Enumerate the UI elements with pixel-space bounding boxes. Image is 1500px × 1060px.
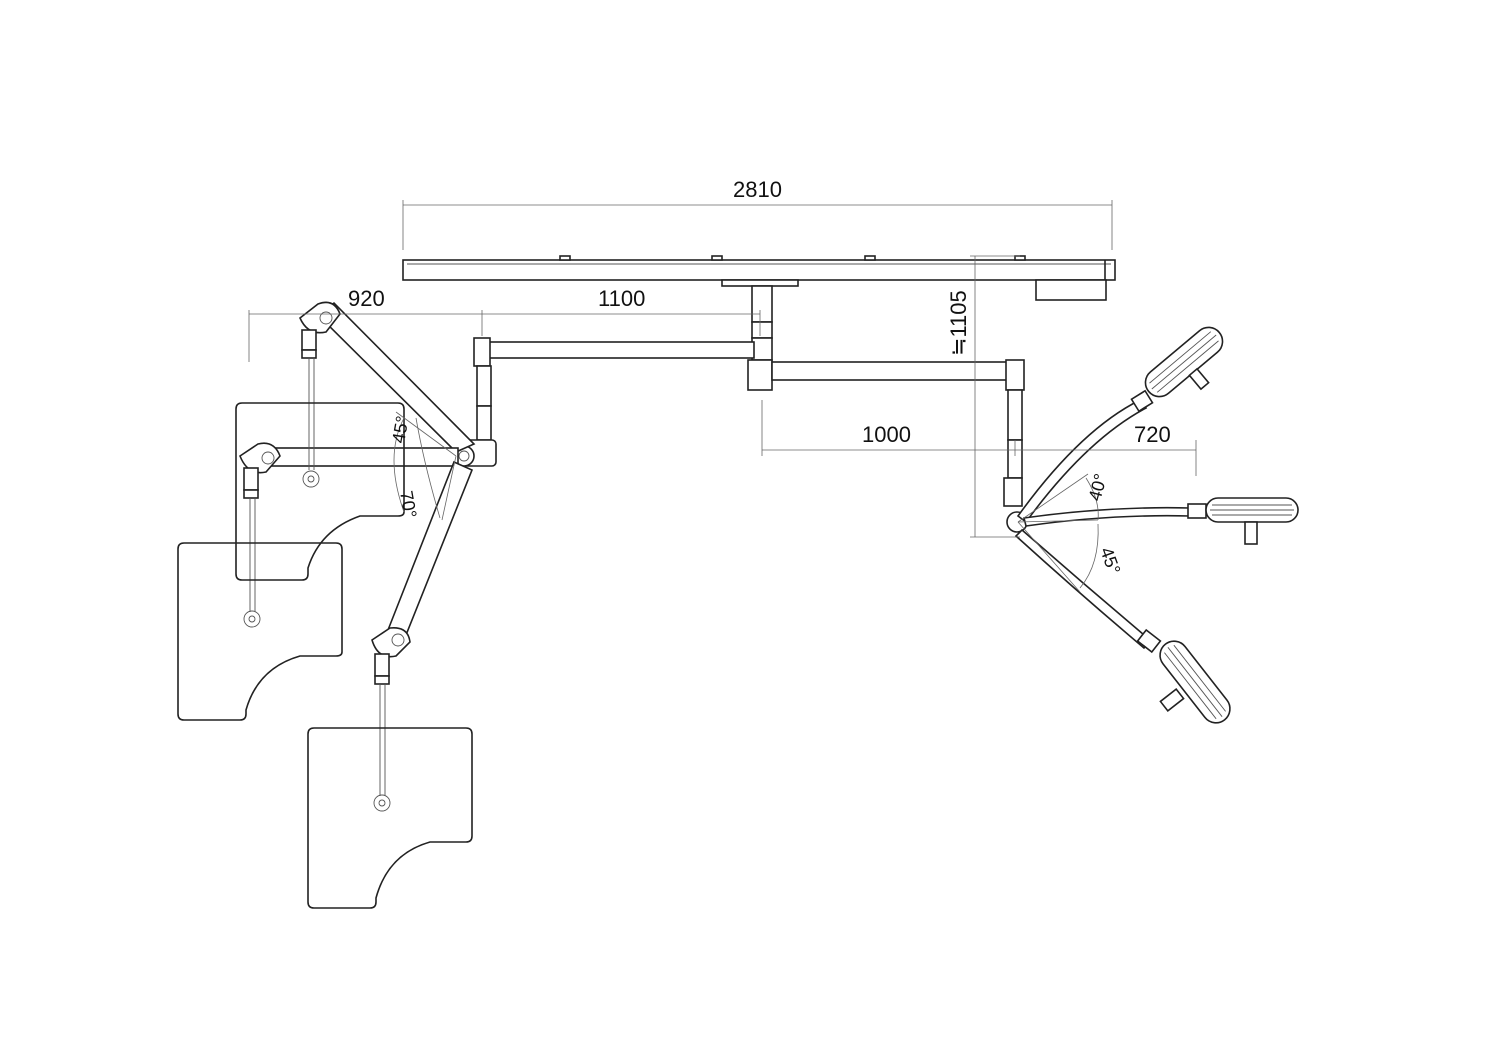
lower-arm	[771, 359, 1028, 533]
left-trays	[177, 402, 473, 909]
dim-height: ≒1105	[946, 290, 971, 356]
left-swing-arms	[239, 301, 476, 812]
dim-arm-1: 1100	[598, 286, 645, 311]
angle-right-upper: 40°	[1085, 472, 1111, 503]
lamp-head-upper	[1144, 326, 1224, 398]
lamp-head-middle	[1205, 497, 1299, 523]
lamp-head-lower	[1159, 640, 1231, 724]
dimension-lines	[248, 200, 1197, 593]
dim-total-length: 2810	[733, 177, 782, 202]
ceiling-rail	[402, 255, 1116, 301]
angle-left-upper: 45°	[388, 414, 412, 444]
dim-left-reach: 920	[348, 286, 385, 311]
angle-left-lower: 70°	[396, 489, 420, 519]
dim-arm-2: 1000	[862, 422, 911, 447]
lamp-heads	[1144, 326, 1299, 724]
dim-right-reach: 720	[1134, 422, 1171, 447]
upper-arm	[453, 337, 755, 467]
angle-right-lower: 45°	[1096, 545, 1124, 577]
